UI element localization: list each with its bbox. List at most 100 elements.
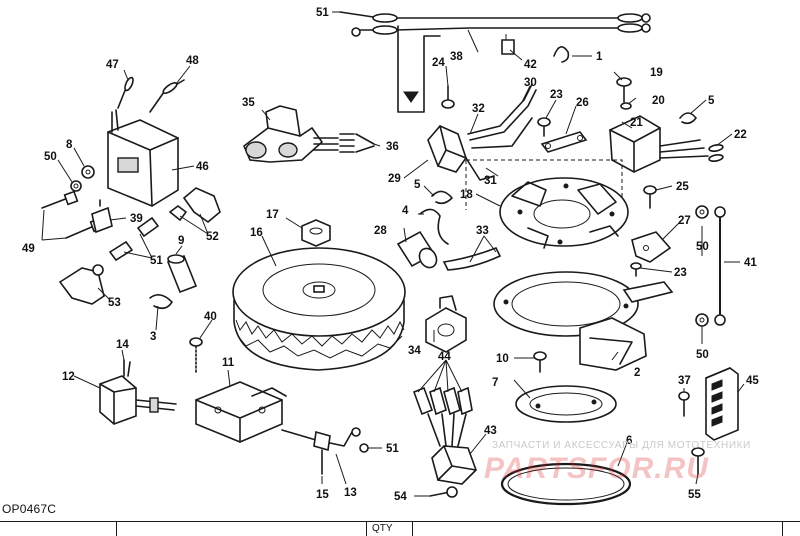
callout-31: 31	[484, 175, 497, 187]
callout-54: 54	[394, 491, 407, 503]
callout-24: 24	[432, 57, 445, 69]
part-27-cover-plate	[631, 231, 672, 263]
callout-48: 48	[186, 55, 199, 67]
callout-4: 4	[402, 205, 409, 217]
watermark-logo: PARTSFOR.RU	[484, 452, 709, 485]
part-41-link-rod	[714, 206, 726, 326]
part-50-lockwasher-left	[70, 180, 82, 192]
part-28-bushing	[396, 230, 438, 269]
callout-28: 28	[374, 225, 387, 237]
callout-44: 44	[438, 351, 451, 363]
qty-column-header: QTY	[372, 523, 393, 534]
callout-55: 55	[688, 489, 701, 501]
callout-21: 21	[630, 117, 643, 129]
callout-50-bottom: 50	[696, 349, 709, 361]
part-39-clamp	[91, 199, 113, 234]
part-22-leads	[659, 139, 724, 162]
part-51-wire-leads	[339, 11, 651, 37]
callout-9: 9	[178, 235, 184, 247]
callout-32: 32	[472, 103, 485, 115]
callout-17: 17	[266, 209, 279, 221]
part-40-screw	[189, 337, 203, 375]
part-5-clip-mid	[431, 190, 453, 205]
callout-51-left: 51	[150, 255, 163, 267]
callout-26: 26	[576, 97, 589, 109]
callout-50-mid: 50	[696, 241, 709, 253]
part-55-screw	[691, 447, 705, 475]
callout-2: 2	[634, 367, 640, 379]
part-45-terminal-block	[705, 367, 739, 441]
callout-labels: 51 1 38 42 24 19 20 5 21 22 23 26 30 32 …	[22, 7, 759, 503]
callout-50-left: 50	[44, 151, 57, 163]
part-6-retaining-ring	[500, 462, 632, 506]
part-3-retaining-clip	[149, 294, 173, 310]
part-17-nut	[301, 219, 331, 247]
callout-27: 27	[678, 215, 691, 227]
part-42-terminal	[501, 34, 515, 55]
part-9-connector	[166, 254, 198, 294]
part-29-trigger-coil	[427, 125, 467, 173]
part-51-sleeves-left	[108, 216, 160, 262]
callout-5-mid: 5	[414, 179, 421, 191]
callout-46: 46	[196, 161, 209, 173]
callout-43: 43	[484, 425, 497, 437]
part-11-power-pack	[195, 381, 287, 443]
callout-14: 14	[116, 339, 129, 351]
callout-53: 53	[108, 297, 121, 309]
part-53-boot-elbow	[58, 264, 105, 305]
part-5-clip-right	[679, 112, 697, 125]
callout-18: 18	[460, 189, 473, 201]
figure-code: OP0467C	[2, 502, 57, 516]
part-2-retainer-ring	[493, 271, 674, 371]
callout-40: 40	[204, 311, 217, 323]
callout-8: 8	[66, 139, 73, 151]
callout-22: 22	[734, 129, 747, 141]
callout-3: 3	[150, 331, 156, 343]
callout-25: 25	[676, 181, 689, 193]
callout-20: 20	[652, 95, 665, 107]
leader-lines	[41, 11, 745, 497]
part-44-switch-leads	[412, 386, 473, 447]
callout-29: 29	[388, 173, 401, 185]
part-16-flywheel	[232, 247, 406, 371]
watermark-tagline: ЗАПЧАСТИ И АКСЕССУАРЫ ДЛЯ МОТОТЕХНИКИ	[492, 440, 751, 451]
callout-6: 6	[626, 435, 632, 447]
callout-49: 49	[22, 243, 35, 255]
callout-36: 36	[386, 141, 399, 153]
part-50-washers-right	[695, 205, 709, 327]
callout-12: 12	[62, 371, 75, 383]
callout-51-bottom: 51	[386, 443, 399, 455]
callout-13: 13	[344, 487, 357, 499]
part-12-rectifier	[99, 375, 137, 425]
callout-7: 7	[492, 377, 498, 389]
callout-23-top: 23	[550, 89, 563, 101]
callout-38: 38	[450, 51, 463, 63]
callout-10: 10	[496, 353, 509, 365]
callout-34: 34	[408, 345, 421, 357]
part-51-ring-terminal	[359, 443, 369, 453]
callout-15: 15	[316, 489, 329, 501]
part-30-32-trigger-leads	[465, 83, 537, 181]
callout-51-top: 51	[316, 7, 329, 19]
callout-33: 33	[476, 225, 489, 237]
part-52-boots	[168, 187, 221, 224]
part-14-rectifier-leads	[123, 359, 177, 413]
part-23-screw-lower	[630, 262, 642, 277]
callout-16: 16	[250, 227, 263, 239]
callout-1: 1	[596, 51, 603, 63]
callout-5-right: 5	[708, 95, 715, 107]
part-25-screw	[643, 185, 657, 209]
part-36-sensor-leads	[313, 133, 375, 153]
part-34-mount	[425, 295, 467, 353]
callout-52: 52	[206, 231, 219, 243]
callout-30: 30	[524, 77, 537, 89]
part-4-spring	[419, 208, 449, 245]
part-1-clip	[553, 46, 570, 63]
part-19-20-screw-washer	[616, 77, 632, 110]
callout-39: 39	[130, 213, 143, 225]
part-13-15-ground-lead	[281, 427, 361, 475]
callout-37: 37	[678, 375, 691, 387]
part-37-screw	[678, 391, 690, 417]
part-43-stop-switch	[431, 445, 477, 485]
